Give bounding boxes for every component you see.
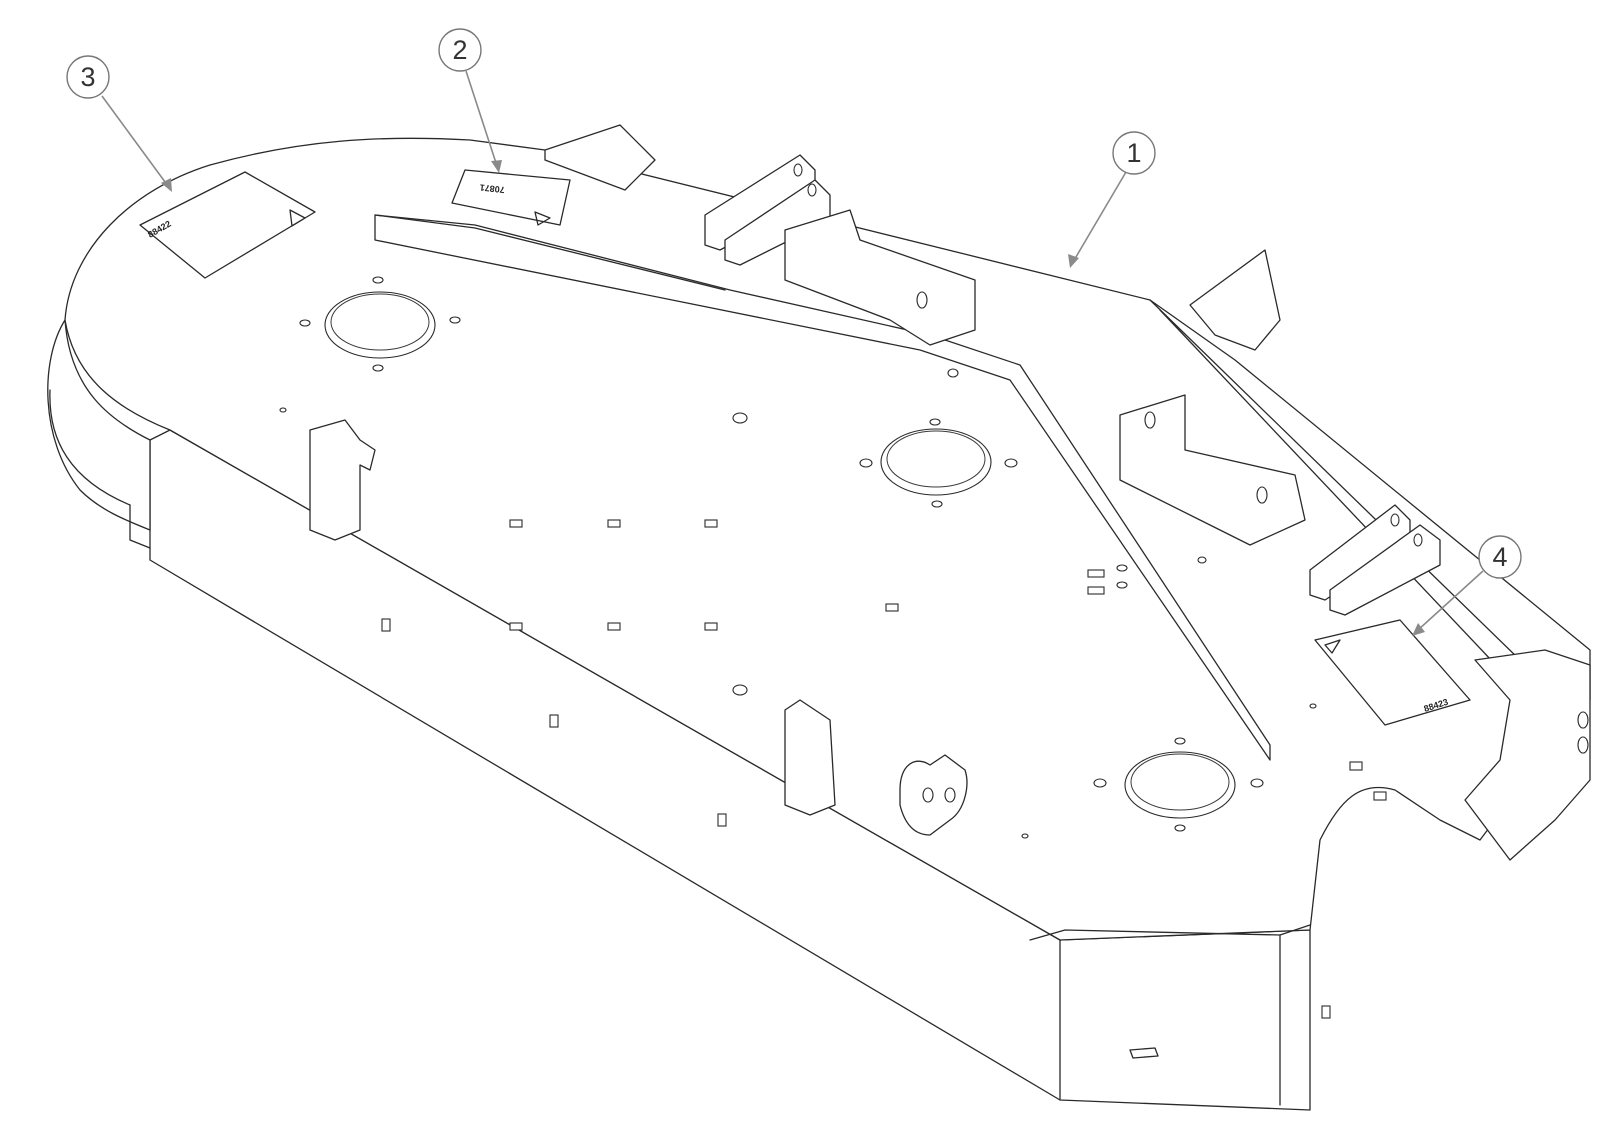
callout-4: 4: [1412, 535, 1522, 636]
mounting-slot: [1349, 761, 1363, 771]
callouts: 1 2 3 4: [66, 28, 1522, 636]
mounting-hole: [859, 458, 873, 468]
decal-2-label: 70871: [479, 182, 505, 195]
mounting-hole: [1116, 581, 1128, 589]
mounting-hole: [449, 316, 461, 324]
pivot-arm-right-inner: [1329, 524, 1441, 616]
decal-3: 88422: [139, 171, 316, 279]
mounting-slot: [704, 622, 718, 631]
discharge-bracket: [1464, 649, 1591, 861]
decals: 88422 70871 88423: [139, 169, 1471, 726]
spindle-openings: [324, 291, 1236, 819]
top-fin-bracket: [544, 124, 656, 191]
spindle-hole-left: [324, 291, 436, 359]
mounting-hole: [1093, 778, 1107, 788]
mounting-slot: [704, 519, 718, 528]
mounting-hole: [372, 364, 384, 372]
mounting-slots: [381, 519, 1387, 1019]
right-corner-fin: [1189, 249, 1281, 351]
mounting-hole: [947, 368, 959, 378]
callout-3: 3: [66, 55, 172, 192]
mounting-slot: [1087, 569, 1105, 578]
mounting-slot: [607, 622, 621, 631]
mounting-slot: [381, 618, 391, 632]
mounting-hole: [372, 276, 384, 284]
decal-2: 70871: [451, 169, 571, 226]
mower-deck: [47, 137, 1591, 1111]
mounting-slot: [1321, 1005, 1331, 1019]
mounting-slot: [885, 603, 899, 612]
mounting-slot: [509, 622, 523, 631]
mounting-hole: [279, 407, 287, 413]
deck-left-skirt: [47, 319, 151, 531]
mounting-hole: [1197, 556, 1207, 564]
callout-2-label: 2: [452, 35, 467, 65]
spindle-hole-center: [880, 428, 992, 496]
mounting-hole: [1021, 833, 1029, 839]
mounting-hole: [1116, 564, 1128, 572]
front-corner-block: [1129, 1047, 1159, 1059]
center-post: [784, 699, 836, 816]
callout-2: 2: [438, 28, 502, 173]
mounting-hole: [732, 684, 748, 696]
callout-1: 1: [1068, 131, 1156, 268]
mounting-slot: [509, 519, 523, 528]
decal-4: 88423: [1314, 619, 1471, 726]
mounting-slot: [607, 519, 621, 528]
brackets: [309, 124, 1591, 1059]
mounting-hole: [929, 418, 941, 426]
mounting-slot: [1373, 791, 1387, 801]
channel-bracket-middle: [1119, 394, 1306, 546]
mounting-hole: [1309, 703, 1317, 709]
mounting-slot: [549, 714, 559, 728]
callout-4-label: 4: [1492, 542, 1507, 572]
mounting-hole: [931, 500, 943, 508]
mounting-hole: [299, 319, 311, 327]
callout-1-label: 1: [1126, 138, 1141, 168]
callout-3-label: 3: [80, 62, 95, 92]
mounting-hole: [1004, 458, 1018, 468]
spindle-hole-right: [1124, 751, 1236, 819]
left-post: [309, 419, 376, 541]
rear-baffle: [374, 214, 1271, 761]
mounting-hole: [1174, 824, 1186, 832]
channel-bracket-top: [784, 209, 976, 346]
mounting-holes: [279, 276, 1317, 839]
mounting-slot: [1087, 586, 1105, 595]
mounting-hole: [1250, 778, 1264, 788]
mounting-slot: [717, 813, 727, 827]
mounting-hole: [1174, 737, 1186, 745]
mounting-hole: [732, 412, 748, 424]
